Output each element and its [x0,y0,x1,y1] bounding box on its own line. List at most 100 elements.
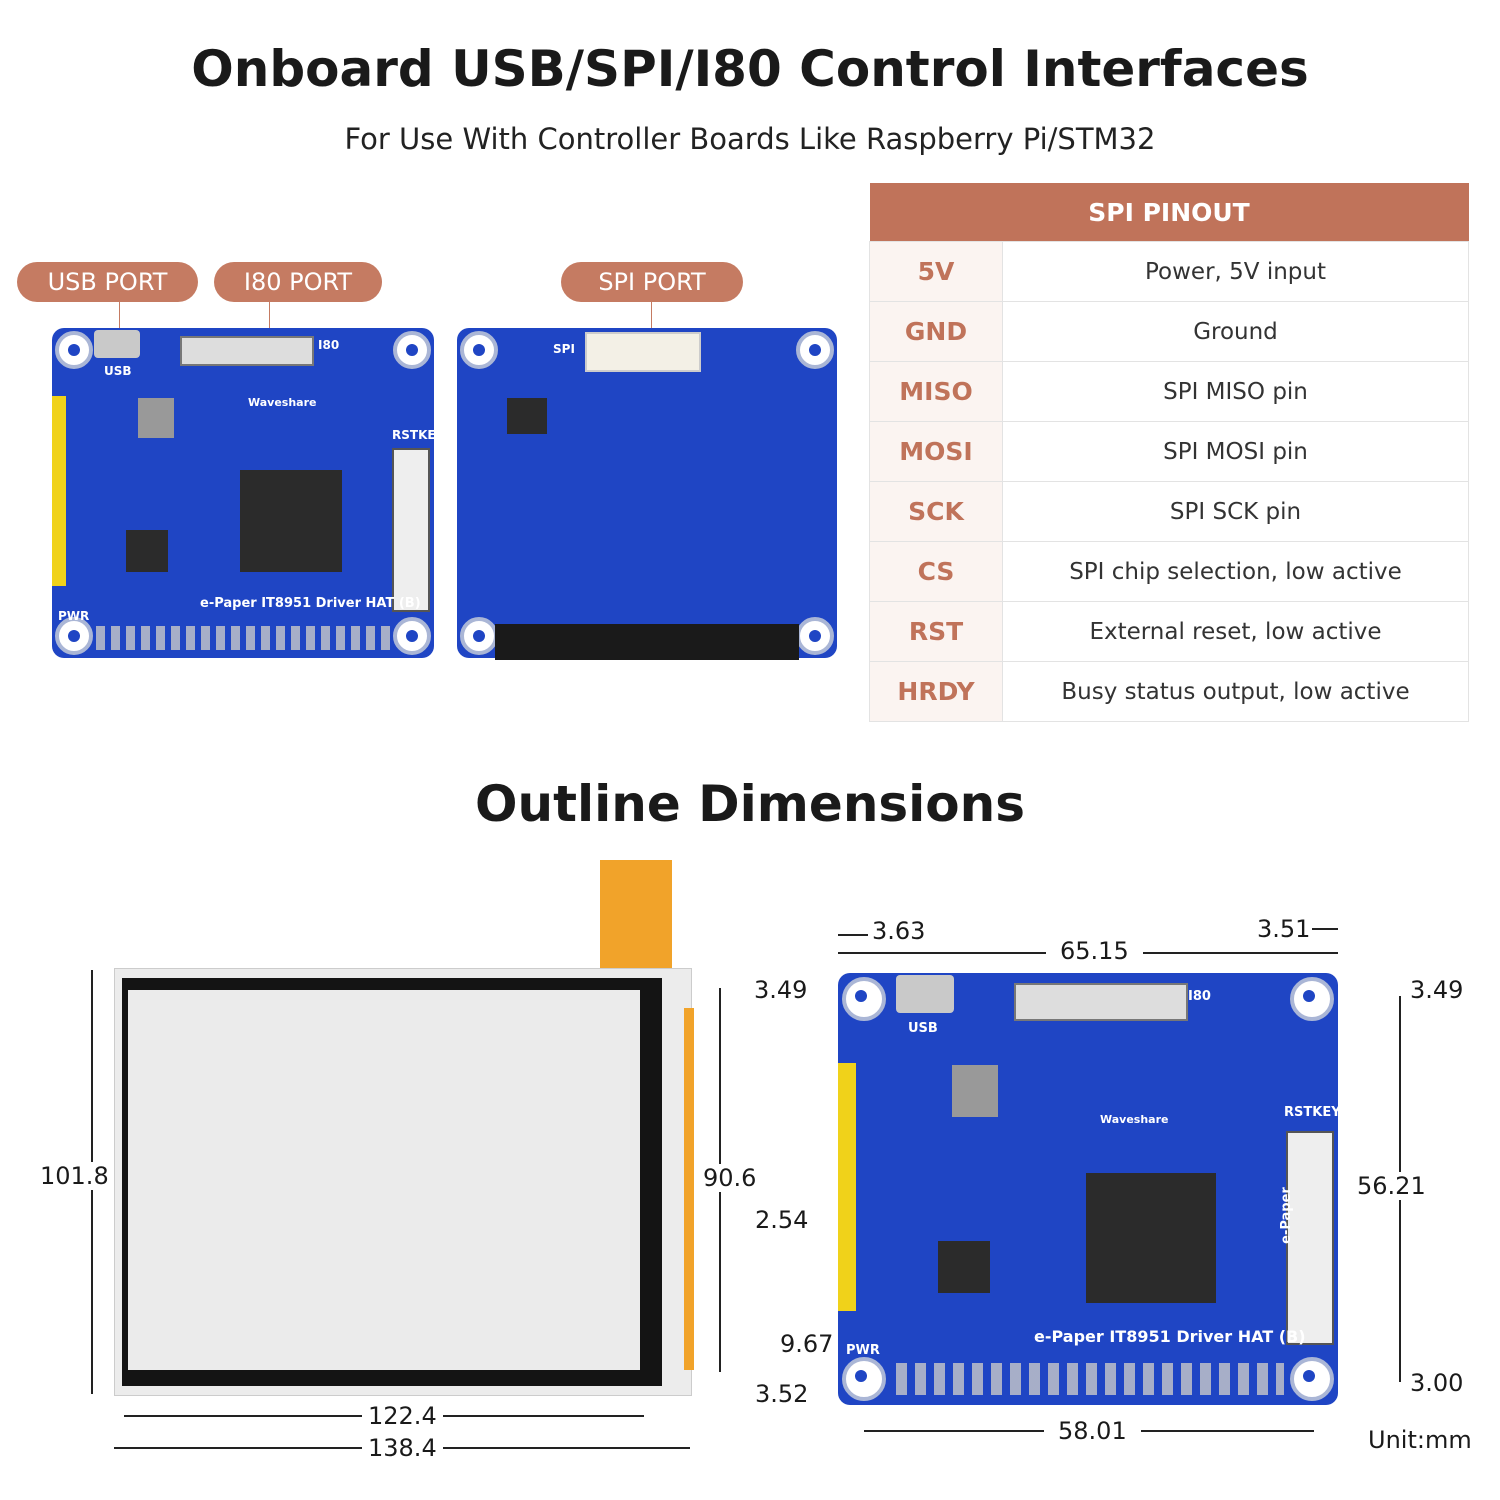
brand-silk: Waveshare [248,396,317,409]
mount-hole [460,331,498,369]
gpio-holes [96,626,392,650]
usb-connector [94,330,140,358]
epaper-silk: e-Paper [1278,1187,1294,1244]
i80-silk: I80 [1188,989,1211,1004]
dim-line [1312,928,1338,930]
usb-silk: USB [908,1021,938,1036]
mount-hole [842,977,886,1021]
dim-height-inner: 90.6 [703,1164,757,1192]
epaper-connector [1286,1131,1334,1345]
pin-desc: Power, 5V input [1002,241,1469,302]
mount-hole [393,617,431,655]
mount-hole [55,331,93,369]
page-title: Onboard USB/SPI/I80 Control Interfaces [191,40,1309,98]
pinout-title: SPI PINOUT [869,183,1469,242]
unit-label: Unit:mm [1368,1426,1472,1454]
ic-chip [126,530,168,572]
i80-silk: I80 [318,338,340,352]
fpc-cable [600,860,672,970]
usb-port-label: USB PORT [17,262,198,302]
dim-left-offset: 3.63 [872,917,926,945]
pwr-silk: PWR [58,609,90,623]
dimensions-title: Outline Dimensions [474,775,1026,833]
spi-silk: SPI [553,342,575,356]
spi-connector [585,332,701,372]
dim-width-inner: 122.4 [362,1402,443,1430]
driver-board-back: SPI [457,328,837,660]
dim-right-offset: 3.51 [1257,915,1311,943]
mount-hole [796,331,834,369]
epaper-connector [392,448,430,612]
pin-header-yellow [838,1063,856,1311]
pin-name: GND [869,301,1003,362]
mount-hole [1290,1357,1334,1401]
pin-desc: SPI MISO pin [1002,361,1469,422]
dim-top-left: 3.49 [754,976,808,1004]
pin-desc: Ground [1002,301,1469,362]
dim-pitch: 2.54 [755,1206,809,1234]
usb-connector [896,975,954,1013]
i80-leader-line [269,302,270,352]
mount-hole [1290,977,1334,1021]
pin-desc: Busy status output, low active [1002,661,1469,722]
dim-top-right: 3.49 [1410,976,1464,1004]
pin-name: CS [869,541,1003,602]
mount-hole [55,617,93,655]
dim-pwr-offset: 9.67 [780,1330,834,1358]
driver-board-dim: USB I80 RSTKEY Waveshare e-Paper e-Paper… [838,973,1341,1405]
inductor [952,1065,998,1117]
page-subtitle: For Use With Controller Boards Like Rasp… [344,122,1156,156]
pwr-silk: PWR [846,1343,880,1358]
mount-hole [460,617,498,655]
it8951-chip [240,470,342,572]
dim-bottom-right: 3.00 [1410,1369,1464,1397]
driver-board-front: USB I80 RSTKEY Waveshare e-Paper IT8951 … [52,328,444,658]
pin-name: SCK [869,481,1003,542]
pin-desc: SPI chip selection, low active [1002,541,1469,602]
it8951-chip [1086,1173,1216,1303]
fpc-strip [684,1008,694,1370]
pin-desc: External reset, low active [1002,601,1469,662]
dim-bottom-left: 3.52 [755,1380,809,1408]
pin-name: MOSI [869,421,1003,482]
mount-hole [393,331,431,369]
dim-height-outer: 101.8 [40,1162,109,1190]
i80-connector [180,336,314,366]
dim-width-bottom: 58.01 [1044,1417,1141,1445]
board-name-silk: e-Paper IT8951 Driver HAT (B) [1034,1327,1306,1346]
gpio-female-header [495,624,799,660]
gpio-holes [896,1363,1284,1395]
pin-header-yellow [52,396,66,586]
dim-width-top: 65.15 [1046,937,1143,965]
i80-connector [1014,983,1188,1021]
mount-hole [796,617,834,655]
pin-name: 5V [869,241,1003,302]
ic-chip [938,1241,990,1293]
pin-desc: SPI MOSI pin [1002,421,1469,482]
pin-name: HRDY [869,661,1003,722]
pin-name: MISO [869,361,1003,422]
dim-width-outer: 138.4 [362,1434,443,1462]
i80-port-label: I80 PORT [214,262,382,302]
rstkey-silk: RSTKEY [392,428,445,442]
pin-name: RST [869,601,1003,662]
dim-hole-height: 56.21 [1357,1172,1426,1200]
ic-chip [507,398,547,434]
rstkey-silk: RSTKEY [1284,1105,1341,1120]
brand-silk: Waveshare [1100,1113,1169,1126]
usb-leader-line [119,302,120,340]
inductor [138,398,174,438]
mount-hole [842,1357,886,1401]
epaper-active-area [128,990,640,1370]
pin-desc: SPI SCK pin [1002,481,1469,542]
dim-line [838,934,868,936]
